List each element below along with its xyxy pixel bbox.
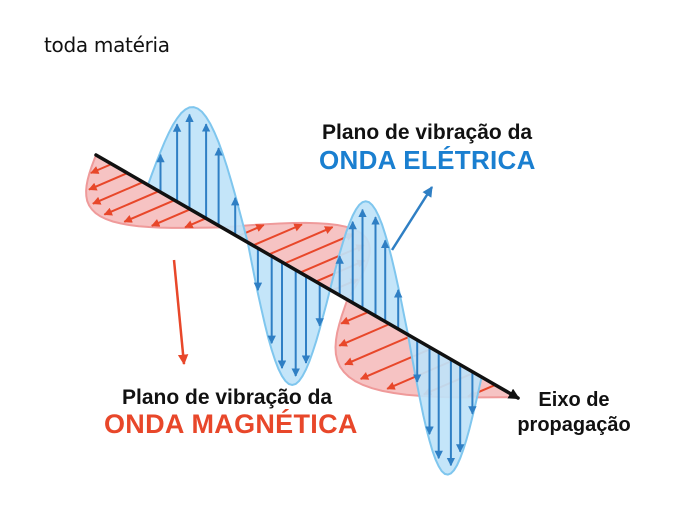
magnetic-vector-arrow xyxy=(338,323,390,347)
magnetic-vector-arrow xyxy=(340,310,369,325)
brand-logo: toda matéria xyxy=(44,33,170,57)
magnetic-vector-arrow xyxy=(92,181,144,205)
magnetic-vector-arrow xyxy=(90,163,113,174)
axis-label: Eixo de propagação xyxy=(507,388,641,438)
magnetic-vector-arrow xyxy=(184,217,207,229)
axis-label-line1: Eixo de xyxy=(538,389,610,411)
magnetic-vector-arrow xyxy=(123,199,175,223)
magnetic-vector-arrow xyxy=(103,190,160,216)
electric-pointer-arrow-icon xyxy=(390,186,434,251)
magnetic-wave-title: ONDA MAGNÉTICA xyxy=(104,409,358,439)
axis-label-line2: propagação xyxy=(517,414,631,436)
electric-plane-label: Plano de vibração da xyxy=(322,121,533,144)
electric-wave-title: ONDA ELÉTRICA xyxy=(319,145,536,175)
magnetic-vector-arrow xyxy=(88,172,128,191)
magnetic-vector-arrow xyxy=(252,223,303,247)
axis-arrow-icon xyxy=(94,153,520,400)
magnetic-vector-arrow xyxy=(268,226,334,256)
magnetic-vector-arrow xyxy=(284,232,355,265)
magnetic-plane-label: Plano de vibração da xyxy=(122,386,333,409)
magnetic-vector-arrow xyxy=(151,208,191,227)
magnetic-pointer-arrow-icon xyxy=(172,259,189,366)
electric-wave xyxy=(146,106,484,476)
magnetic-vector-arrow xyxy=(344,335,412,366)
